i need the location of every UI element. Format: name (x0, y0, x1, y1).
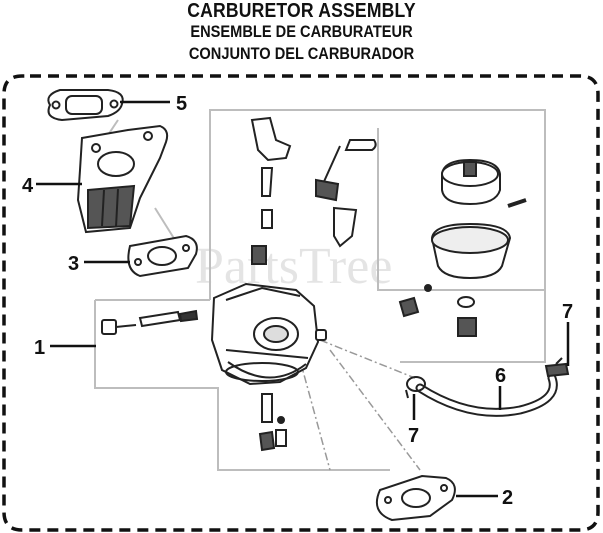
part-insulator (76, 124, 169, 234)
part-screw-left (101, 309, 199, 335)
part-choke-shaft (250, 116, 292, 265)
part-hose-clamp-left (405, 376, 426, 399)
callout-1: 1 (34, 337, 45, 359)
callout-7-right: 7 (562, 301, 573, 323)
title-french: ENSEMBLE DE CARBURATEUR (190, 22, 413, 41)
part-float-bowl (398, 222, 512, 337)
callout-4: 4 (22, 175, 34, 197)
title-block: CARBURETOR ASSEMBLY ENSEMBLE DE CARBURAT… (0, 0, 603, 65)
part-gasket-top (47, 89, 124, 122)
part-hose-clamp-right (544, 357, 570, 378)
watermark: PartsTree (195, 238, 392, 295)
dashed-border (2, 74, 600, 532)
title-spanish: CONJUNTO DEL CARBURADOR (188, 44, 415, 63)
callout-5: 5 (176, 93, 187, 115)
part-float (441, 158, 527, 208)
callout-3: 3 (68, 253, 79, 275)
part-throttle-lever (315, 139, 377, 248)
title-english: CARBURETOR ASSEMBLY (187, 0, 416, 22)
part-fuel-hose (415, 373, 558, 417)
callout-6: 6 (495, 365, 506, 387)
part-gasket-bottom (376, 474, 456, 522)
group-centerlines (299, 339, 421, 471)
part-gasket-middle (127, 234, 198, 278)
callout-2: 2 (502, 487, 513, 509)
part-main-jet (258, 393, 287, 452)
part-carburetor-body (210, 282, 327, 386)
group-leader-lines (36, 100, 570, 498)
callout-7-left: 7 (408, 425, 419, 447)
